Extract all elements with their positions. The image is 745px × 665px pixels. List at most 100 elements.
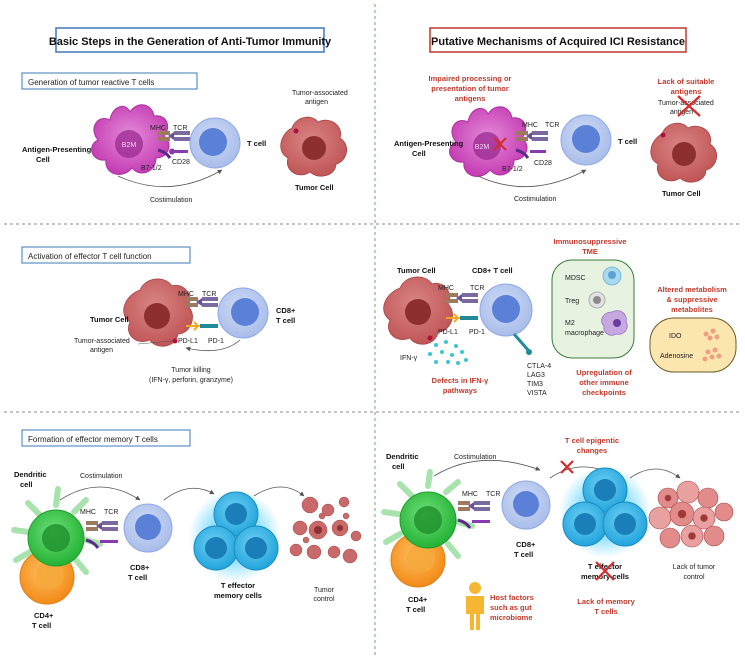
pdl1-pd1-complex [186, 321, 218, 331]
cd28-label: CD28 [172, 159, 190, 166]
mhc-label: MHC [462, 491, 478, 498]
mhc-tcr-complex [186, 297, 218, 307]
tme-title-line2: TME [582, 247, 598, 256]
cd8-t-cell [479, 283, 533, 337]
b2m-label: B2M [122, 142, 137, 149]
impaired-line2: presentation of tumor [431, 84, 509, 93]
b2m-label: B2M [475, 144, 490, 151]
m2-macrophage-cell [601, 310, 628, 336]
tumor-label: Tumor Cell [662, 189, 701, 198]
checkpoint-ctla4: CTLA-4 [527, 363, 551, 370]
section-heading: Generation of tumor reactive T cells [28, 78, 154, 87]
tumor-label: Tumor Cell [295, 183, 334, 192]
ido-label: IDO [669, 333, 682, 340]
apc-label-line2: Cell [412, 149, 426, 158]
costim-arrow [433, 459, 541, 477]
tcr-label: TCR [173, 125, 187, 132]
mhc-label: MHC [522, 122, 538, 129]
metab-title-line2: & suppressive [666, 295, 717, 304]
apc-cell: B2M [91, 104, 170, 175]
t-cell [560, 114, 612, 166]
mhc-tcr-complex [515, 131, 548, 159]
lack-control-line2: control [683, 574, 704, 581]
section-heading: Activation of effector T cell function [28, 252, 152, 261]
antigen-label-line1: Tumor-associated [292, 90, 348, 97]
impaired-line3: antigens [455, 94, 486, 103]
upreg-line1: Upregulation of [576, 368, 632, 377]
mhc-label: MHC [178, 291, 194, 298]
lack-memory-line2: T cells [594, 607, 617, 616]
b7-cd28-complex [157, 148, 188, 159]
cd8-label-line2: T cell [276, 316, 295, 325]
lack-memory-cross-icon [595, 561, 615, 581]
cd8-t-cell [123, 503, 173, 553]
tcr-label: TCR [202, 291, 216, 298]
cd8-t-cell [217, 287, 269, 339]
pd1-label: PD-1 [208, 338, 224, 345]
right-section-1: Impaired processing or presentation of t… [394, 74, 718, 203]
costim-label: Costimulation [514, 196, 557, 203]
costim-arrow [477, 169, 587, 188]
expansion-arrow [163, 487, 215, 501]
tcr-label: TCR [545, 122, 559, 129]
tumor-cell [280, 116, 348, 177]
impaired-cross-icon [493, 137, 507, 151]
t-cell [189, 117, 241, 169]
impaired-line1: Impaired processing or [429, 74, 512, 83]
tumor-cell [123, 278, 193, 347]
metab-title-line1: Altered metabolism [657, 285, 727, 294]
antigen-label-line2: antigen [90, 347, 113, 354]
tumor-mass [648, 480, 734, 549]
host-line2: such as gut [490, 603, 532, 612]
checkpoint-receptor [512, 333, 532, 355]
effector-label-line1: T effector [221, 581, 255, 590]
epigenetic-cross-icon [560, 460, 574, 474]
tme-title-line1: Immunosuppressive [554, 237, 627, 246]
control-label-line2: control [313, 596, 334, 603]
cd4-label-line2: T cell [32, 621, 51, 630]
t-cell-label: T cell [618, 137, 637, 146]
dendritic-label-line1: Dendritic [386, 452, 419, 461]
tcr-label: TCR [104, 509, 118, 516]
dendritic-label-line2: cell [392, 462, 405, 471]
lack-antigen-cross-icon [677, 95, 701, 117]
checkpoint-vista: VISTA [527, 390, 547, 397]
effector-memory-cells [559, 466, 651, 558]
epigenetic-line2: changes [577, 446, 607, 455]
ifn-label: IFN-γ [400, 355, 418, 362]
apc-label-line1: Antigen-Presenting [394, 139, 464, 148]
treg-label: Treg [565, 298, 579, 305]
adenosine-label: Adenosine [660, 353, 693, 360]
mdsc-label: MDSC [565, 275, 586, 282]
apc-cell: B2M [449, 106, 528, 177]
host-line1: Host factors [490, 593, 534, 602]
dendritic-label-line1: Dendritic [14, 470, 47, 479]
mhc-label: MHC [438, 285, 454, 292]
costim-label: Costimulation [454, 454, 497, 461]
antigen-label-line2: antigen [305, 99, 328, 106]
tumor-cell [650, 122, 718, 183]
upreg-line3: checkpoints [582, 388, 626, 397]
cd8-label-line1: CD8+ [516, 540, 536, 549]
left-section-3: Formation of effector memory T cells Den… [11, 429, 362, 630]
pdl1-pd1-complex [446, 313, 478, 323]
right-title-box: Putative Mechanisms of Acquired ICI Resi… [429, 27, 687, 53]
mhc-tcr-complex [446, 293, 478, 303]
tumor-label: Tumor Cell [397, 266, 436, 275]
tumor-arrow [629, 468, 681, 479]
left-title-box: Basic Steps in the Generation of Anti-Tu… [49, 27, 332, 53]
tumor-cell [383, 276, 453, 345]
cd8-label-line1: CD8+ [130, 563, 150, 572]
t-cell-label: T cell [247, 139, 266, 148]
m2-label-line1: M2 [565, 320, 575, 327]
effector-memory-cells [189, 490, 281, 582]
antigen-label-line1: Tumor-associated [74, 338, 130, 345]
costim-label: Costimulation [150, 197, 193, 204]
cd8-label: CD8+ T cell [472, 266, 513, 275]
lack-antigens-line1: Lack of suitable [658, 77, 715, 86]
effector-label-line2: memory cells [214, 591, 262, 600]
left-section-1: Generation of tumor reactive T cells B2M… [21, 72, 348, 204]
left-title: Basic Steps in the Generation of Anti-Tu… [49, 36, 332, 48]
apc-label-line2: Cell [36, 155, 50, 164]
mhc-label: MHC [150, 125, 166, 132]
